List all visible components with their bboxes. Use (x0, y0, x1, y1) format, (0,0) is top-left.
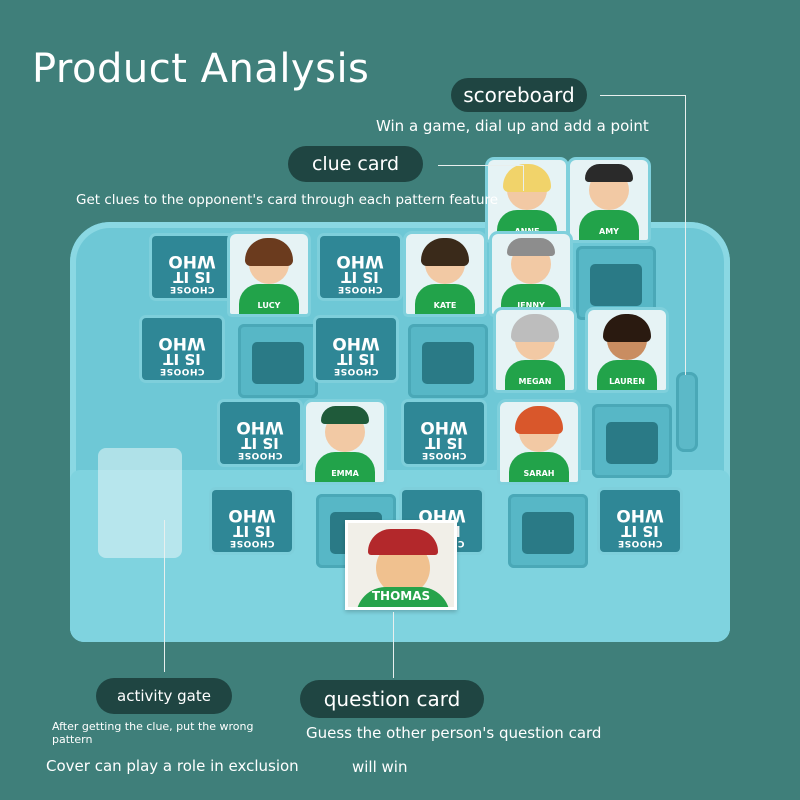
question-card-description: Guess the other person's question card (306, 724, 602, 742)
activity-gate-label: activity gate (96, 678, 232, 714)
character-card-lauren[interactable]: LAUREN (588, 310, 666, 390)
empty-slot (592, 404, 672, 478)
scoreboard-label: scoreboard (451, 78, 587, 112)
activity-gate-description: pattern (52, 733, 93, 746)
question-card-leader-line (393, 612, 394, 678)
empty-slot (238, 324, 318, 398)
empty-slot (576, 246, 656, 320)
character-card-sarah[interactable]: SARAH (500, 402, 578, 482)
scoreboard-leader-line (600, 95, 686, 96)
empty-slot (408, 324, 488, 398)
question-card[interactable]: THOMAS (345, 520, 457, 610)
activity-gate-description: After getting the clue, put the wrong (52, 720, 254, 733)
character-card-jenny[interactable]: JENNY (492, 234, 570, 314)
character-card-lucy[interactable]: LUCY (230, 234, 308, 314)
clue-card-label: clue card (288, 146, 423, 182)
scoreboard-leader-line (685, 95, 686, 375)
clue-card-description: Get clues to the opponent's card through… (76, 192, 499, 208)
character-card-megan[interactable]: MEGAN (496, 310, 574, 390)
clue-card-leader-line (438, 165, 524, 166)
character-card-anne[interactable]: ANNE (488, 160, 566, 240)
activity-gate-leader-line (164, 520, 165, 672)
hat-icon (368, 529, 438, 555)
character-card-kate[interactable]: KATE (406, 234, 484, 314)
scoreboard-dial[interactable] (676, 372, 698, 452)
character-card-amy[interactable]: AMY (570, 160, 648, 240)
question-card-description: will win (352, 758, 408, 776)
clue-card-leader-line (523, 165, 524, 191)
activity-gate-cover[interactable] (98, 448, 182, 558)
empty-slot (508, 494, 588, 568)
scoreboard-description: Win a game, dial up and add a point (376, 117, 649, 135)
question-card-label: question card (300, 680, 484, 718)
page-title: Product Analysis (32, 46, 370, 92)
character-card-emma[interactable]: EMMA (306, 402, 384, 482)
activity-gate-description: Cover can play a role in exclusion (46, 757, 299, 775)
